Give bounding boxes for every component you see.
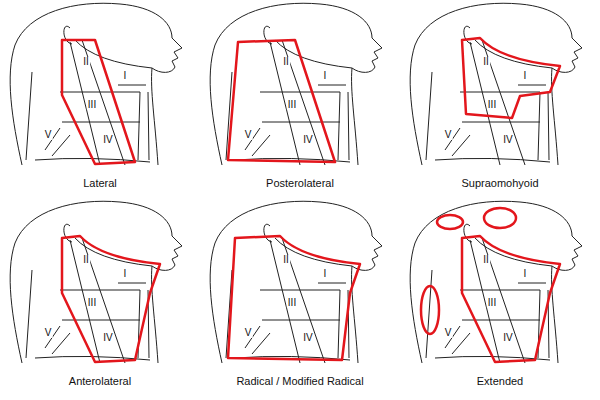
- level-number: III: [487, 298, 497, 308]
- dissection-outline: [462, 38, 560, 118]
- level-number: I: [323, 269, 328, 279]
- level-number: II: [82, 57, 90, 67]
- head-outline: [10, 201, 182, 363]
- level-number: II: [482, 255, 490, 265]
- dissection-outline: [62, 236, 160, 362]
- panel-radical: [210, 201, 382, 363]
- extended-region: [484, 208, 516, 228]
- level-number: I: [123, 269, 128, 279]
- level-number: III: [287, 100, 297, 110]
- level-number: IV: [102, 135, 113, 145]
- extended-region: [421, 286, 439, 334]
- extended-region: [437, 215, 463, 229]
- level-number: I: [123, 71, 128, 81]
- dissection-outline: [62, 40, 135, 164]
- panel-anterolateral: [10, 201, 182, 363]
- level-number: II: [282, 57, 290, 67]
- panel-caption: Extended: [477, 376, 523, 387]
- level-number: I: [523, 269, 528, 279]
- level-number: III: [87, 298, 97, 308]
- level-number: III: [87, 100, 97, 110]
- level-number: IV: [302, 333, 313, 343]
- level-number: IV: [502, 333, 513, 343]
- panel-caption: Radical / Modified Radical: [236, 376, 363, 387]
- level-number: II: [282, 255, 290, 265]
- level-number: II: [482, 57, 490, 67]
- head-outline: [10, 3, 182, 165]
- dissection-outline: [228, 40, 335, 162]
- panel-caption: Anterolateral: [69, 376, 131, 387]
- panel-caption: Supraomohyoid: [461, 178, 538, 189]
- panel-caption: Posterolateral: [266, 178, 334, 189]
- level-number: III: [487, 100, 497, 110]
- level-number: V: [44, 328, 53, 338]
- head-outline: [410, 3, 582, 165]
- panel-supraomohyoid: [410, 3, 582, 165]
- panel-lateral: [10, 3, 182, 165]
- level-number: V: [244, 130, 253, 140]
- level-number: V: [444, 328, 453, 338]
- level-number: II: [82, 255, 90, 265]
- level-number: I: [523, 71, 528, 81]
- level-number: V: [444, 130, 453, 140]
- level-number: IV: [302, 135, 313, 145]
- level-number: I: [323, 71, 328, 81]
- dissection-outline: [228, 236, 360, 360]
- level-number: III: [287, 298, 297, 308]
- level-number: V: [44, 130, 53, 140]
- level-number: IV: [502, 135, 513, 145]
- head-outline: [410, 201, 582, 363]
- panel-posterolateral: [210, 3, 382, 165]
- level-number: V: [244, 328, 253, 338]
- level-number: IV: [102, 333, 113, 343]
- panel-extended: [410, 201, 582, 363]
- head-outline: [210, 3, 382, 165]
- dissection-outline: [462, 236, 560, 362]
- panel-caption: Lateral: [83, 178, 117, 189]
- head-outline: [210, 201, 382, 363]
